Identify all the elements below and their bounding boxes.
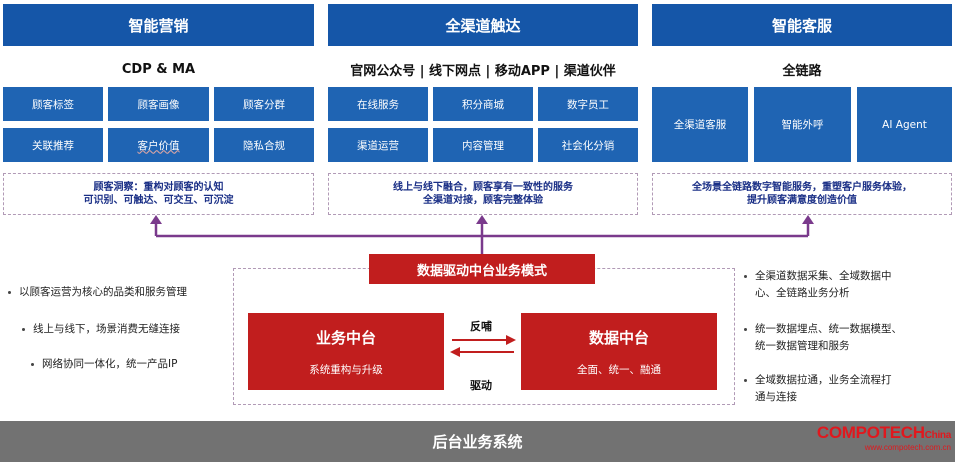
subtitle-channels: 官网公众号 | 线下网点 | 移动APP | 渠道伙伴 — [350, 63, 616, 79]
left-bullet-3: 网络协同一体化，统一产品IP — [31, 356, 177, 373]
tile-privacy-compliance: 隐私合规 — [214, 128, 314, 162]
tile-smart-outbound: 智能外呼 — [754, 87, 851, 162]
tile-related-recommendation: 关联推荐 — [3, 128, 103, 162]
center-title: 数据驱动中台业务模式 — [369, 254, 595, 284]
backend-business-system: 后台业务系统 — [0, 421, 955, 462]
arrowhead-to-business — [450, 347, 460, 357]
note-customer-insight: 顾客洞察：重构对顾客的认知 可识别、可触达、可交互、可沉淀 — [3, 173, 314, 215]
right-bullet-2: 统一数据埋点、统一数据模型、 统一数据管理和服务 — [744, 321, 902, 355]
note-service: 全场景全链路数字智能服务，重塑客户服务体验， 提升顾客满意度创造价值 — [652, 173, 952, 215]
arrowhead-left — [150, 215, 162, 224]
tile-customer-value: 客户价值 — [108, 128, 209, 162]
tile-customer-portrait: 顾客画像 — [108, 87, 209, 121]
tile-customer-segments: 顾客分群 — [214, 87, 314, 121]
business-title: 业务中台 — [315, 328, 376, 347]
left-bullet-2: 线上与线下，场景消费无缝连接 — [22, 321, 180, 338]
exchange-arrows — [450, 335, 516, 357]
subtitle-cdp-ma: CDP & MA — [121, 61, 196, 77]
label-drive: 驱动 — [470, 379, 492, 392]
tile-omnichannel-service: 全渠道客服 — [652, 87, 748, 162]
header-smart-marketing: 智能营销 — [3, 4, 314, 46]
arrowhead-middle — [476, 215, 488, 224]
tile-content-management: 内容管理 — [433, 128, 533, 162]
compotech-watermark: COMPOTECHChina www.compotech.com.cn — [816, 423, 951, 452]
data-title: 数据中台 — [588, 328, 649, 347]
business-subtitle: 系统重构与升级 — [309, 363, 383, 376]
data-middle-platform: 数据中台 全面、统一、融通 — [521, 313, 717, 390]
left-bullet-1: 以顾客运营为核心的品类和服务管理 — [8, 284, 187, 301]
note-omnichannel: 线上与线下融合，顾客享有一致性的服务 全渠道对接，顾客完整体验 — [328, 173, 638, 215]
arrowhead-to-data — [506, 335, 516, 345]
label-feedback: 反哺 — [470, 320, 492, 333]
tile-ai-agent: AI Agent — [857, 87, 952, 162]
tile-channel-operation: 渠道运营 — [328, 128, 428, 162]
right-bullet-1: 全渠道数据采集、全域数据中 心、全链路业务分析 — [744, 268, 892, 302]
tile-digital-employee: 数字员工 — [538, 87, 638, 121]
right-bullet-3: 全域数据拉通，业务全流程打 通与连接 — [744, 372, 892, 406]
header-smart-service: 智能客服 — [652, 4, 952, 46]
tile-points-mall: 积分商城 — [433, 87, 533, 121]
arrowhead-right — [802, 215, 814, 224]
tile-online-service: 在线服务 — [328, 87, 428, 121]
subtitle-full-link: 全链路 — [782, 63, 822, 79]
tile-social-distribution: 社会化分销 — [538, 128, 638, 162]
business-middle-platform: 业务中台 系统重构与升级 — [248, 313, 444, 390]
data-subtitle: 全面、统一、融通 — [577, 363, 661, 376]
header-omnichannel: 全渠道触达 — [328, 4, 638, 46]
tile-customer-tags: 顾客标签 — [3, 87, 103, 121]
